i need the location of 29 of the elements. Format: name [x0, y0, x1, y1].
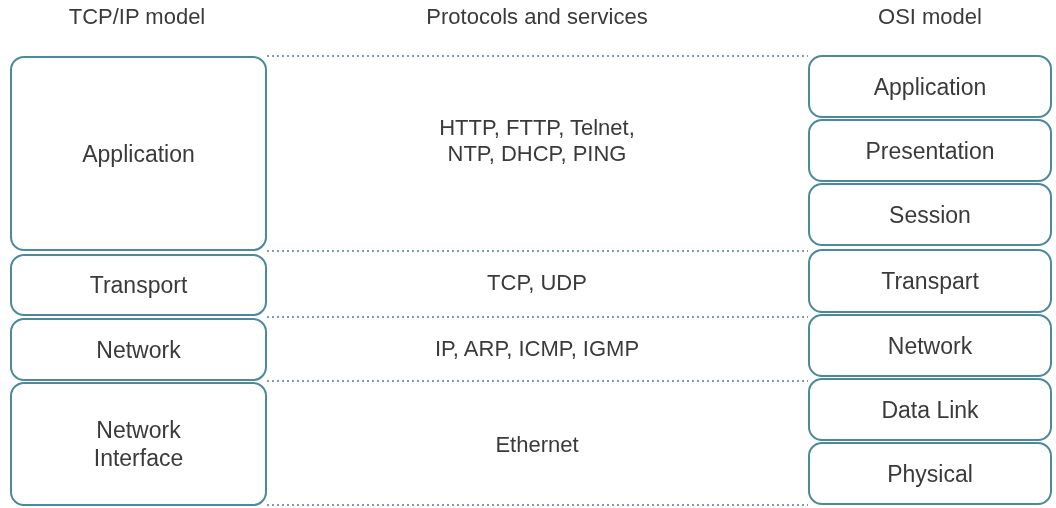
- layer-name: Session: [889, 200, 971, 229]
- layer-name: Data Link: [881, 395, 979, 424]
- column-heading: Protocols and services: [425, 4, 649, 30]
- protocol-list: IP, ARP, ICMP, IGMP: [387, 336, 687, 362]
- protocol-list: HTTP, FTTP, Telnet, NTP, DHCP, PING: [437, 115, 637, 167]
- layer-name: Application: [873, 72, 987, 101]
- layer-box: [808, 119, 1052, 182]
- protocol-list: TCP, UDP: [387, 270, 687, 296]
- layer-name: Network: [887, 331, 973, 360]
- layer-box: [808, 249, 1052, 313]
- layer-box: [10, 318, 267, 381]
- layer-name: Transport: [89, 271, 188, 299]
- layer-box: [808, 55, 1052, 118]
- layer-box: [808, 183, 1052, 246]
- layer-name: Transpart: [881, 267, 979, 295]
- layer-name: Application: [82, 139, 195, 168]
- column-heading: TCP/IP model: [67, 4, 207, 30]
- layer-box: [10, 254, 267, 316]
- layer-box: [808, 442, 1052, 505]
- layer-name: Physical: [887, 459, 973, 488]
- layer-box: [10, 56, 267, 251]
- layer-box: [808, 378, 1052, 441]
- column-heading: OSI model: [877, 4, 983, 30]
- layer-box: [808, 314, 1052, 377]
- layer-box: [10, 382, 267, 506]
- protocol-list: Ethernet: [387, 432, 687, 458]
- layer-name: Network: [96, 335, 181, 364]
- layer-name: Presentation: [865, 136, 995, 165]
- layer-name: Network Interface: [92, 416, 185, 472]
